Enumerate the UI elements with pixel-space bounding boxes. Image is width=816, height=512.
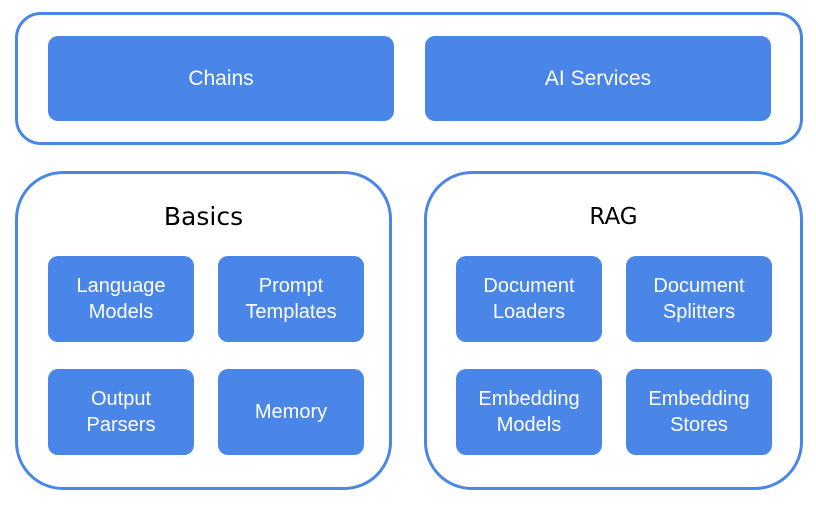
document-splitters-box: Document Splitters — [626, 256, 772, 342]
ai-services-box: AI Services — [425, 36, 771, 121]
memory-box: Memory — [218, 369, 364, 455]
language-models-box: Language Models — [48, 256, 194, 342]
embedding-models-box: Embedding Models — [456, 369, 602, 455]
basics-title: Basics — [163, 202, 244, 231]
chains-box: Chains — [48, 36, 394, 121]
rag-title: RAG — [589, 204, 638, 230]
embedding-stores-box: Embedding Stores — [626, 369, 772, 455]
document-loaders-box: Document Loaders — [456, 256, 602, 342]
output-parsers-box: Output Parsers — [48, 369, 194, 455]
prompt-templates-box: Prompt Templates — [218, 256, 364, 342]
